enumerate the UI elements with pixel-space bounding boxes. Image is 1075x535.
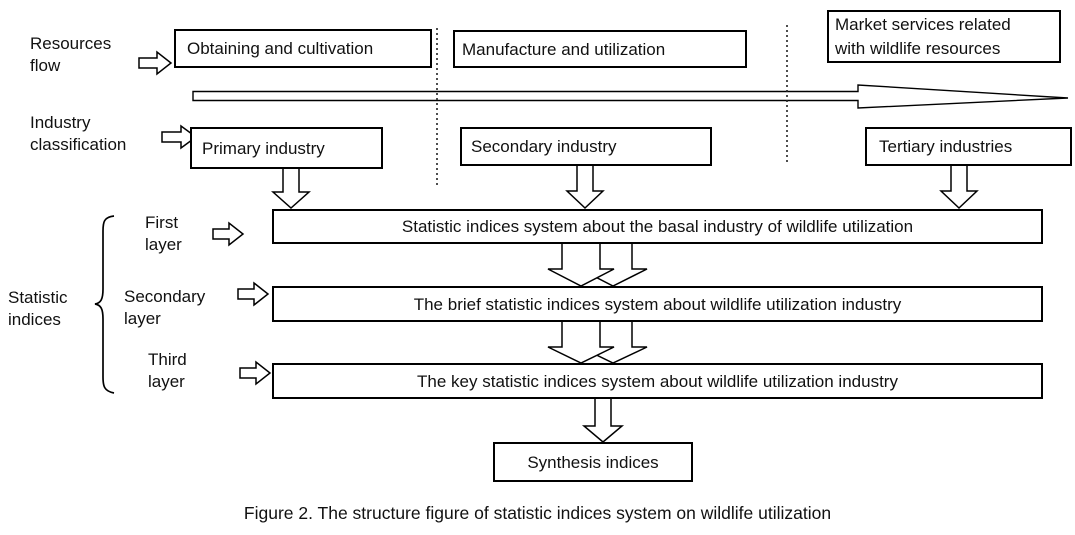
statistic-indices-label: Statistic indices: [8, 288, 68, 329]
market-services-box: Market services related with wildlife re…: [827, 10, 1061, 63]
double-down-arrow-icon-2: [547, 320, 648, 364]
third-layer-right-arrow-icon: [239, 360, 272, 386]
synthesis-indices-box: Synthesis indices: [493, 442, 693, 482]
double-down-arrow-icon-1: [547, 241, 648, 287]
first-layer-label: First layer: [145, 213, 182, 254]
statistic-indices-brace-icon: [94, 215, 115, 394]
tertiary-down-arrow-icon: [939, 164, 979, 210]
secondary-layer-indices-box: The brief statistic indices system about…: [272, 286, 1043, 322]
primary-down-arrow-icon: [271, 166, 311, 210]
resources-flow-right-arrow-icon: [138, 50, 173, 76]
manufacture-utilization-box: Manufacture and utilization: [453, 30, 747, 68]
tertiary-industries-box: Tertiary industries: [865, 127, 1072, 166]
secondary-down-arrow-icon: [565, 164, 605, 210]
first-layer-indices-box: Statistic indices system about the basal…: [272, 209, 1043, 244]
industry-classification-label: Industry classification: [30, 113, 127, 154]
secondary-layer-right-arrow-icon: [237, 281, 270, 307]
resources-flow-label: Resources flow: [30, 34, 112, 75]
third-layer-indices-box: The key statistic indices system about w…: [272, 363, 1043, 399]
industry-classification-right-arrow-icon: [161, 124, 198, 150]
secondary-industry-box: Secondary industry: [460, 127, 712, 166]
third-layer-label: Third layer: [148, 350, 187, 391]
first-layer-right-arrow-icon: [212, 221, 245, 247]
flow-direction-arrow-icon: [192, 84, 1069, 109]
primary-industry-box: Primary industry: [190, 127, 383, 169]
secondary-layer-label: Secondary layer: [124, 287, 206, 328]
synthesis-down-arrow-icon: [581, 397, 625, 443]
obtaining-cultivation-box: Obtaining and cultivation: [174, 29, 432, 68]
figure-caption: Figure 2. The structure figure of statis…: [243, 503, 832, 523]
